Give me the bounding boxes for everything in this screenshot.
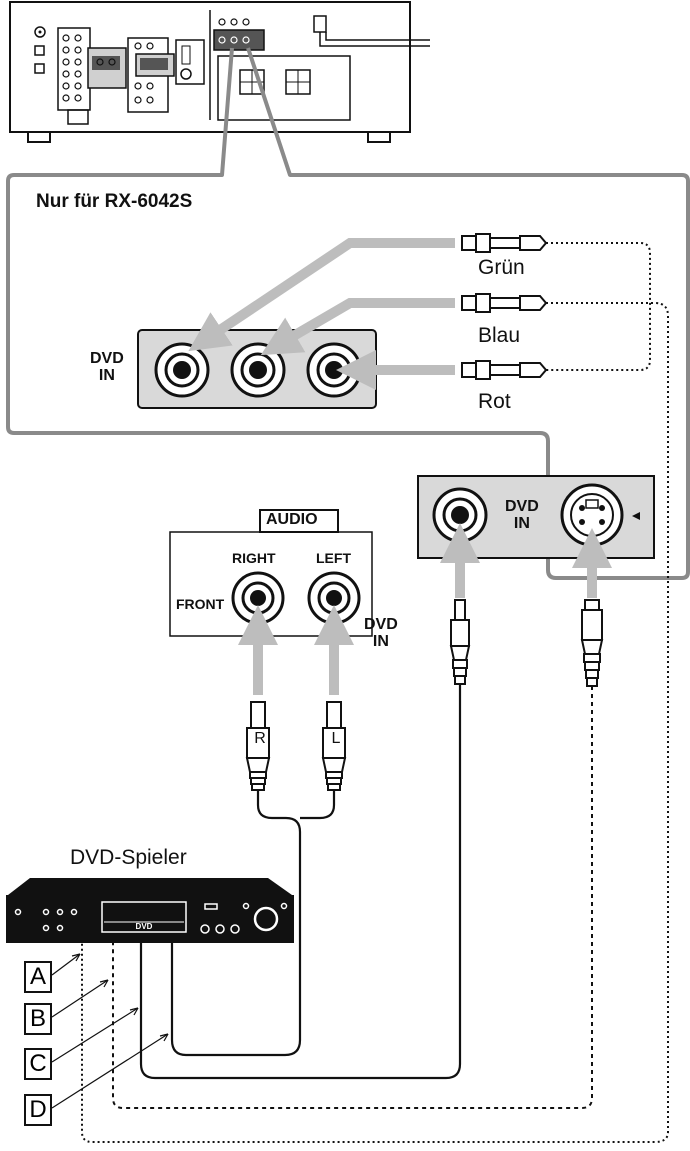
front-label: FRONT [176,596,225,612]
dvd-display-text: DVD [135,922,153,931]
in-word: IN [98,367,115,384]
cable-b-s-video [112,686,593,1109]
dvd-word: DVD [90,350,124,367]
plug-letter-r: R [254,730,266,747]
receiver-jack-grid [62,18,250,104]
audio-jack-left [307,571,361,625]
in-word: IN [372,633,389,650]
receiver-rear-panel [9,1,430,143]
dvd-word: DVD [364,616,398,633]
plug-red [461,360,548,380]
model-title: Nur für RX-6042S [36,191,193,212]
dvd-player [6,878,294,943]
marker-c: C [24,1048,52,1080]
in-word: IN [513,515,530,532]
marker-b: B [24,1003,52,1035]
component-jack-2 [230,342,286,398]
cable-c-video [139,684,462,1080]
component-jack-1 [154,342,210,398]
marker-d: D [24,1094,52,1126]
plug-letter-l: L [331,730,341,747]
audio-dvd-label: DVD IN [364,616,398,650]
component-jack-3 [306,342,362,398]
plug-green [461,233,548,253]
video-jack [432,487,488,543]
right-label: RIGHT [232,550,276,566]
cable-label-green: Grün [478,256,525,279]
dvd-word: DVD [505,498,539,515]
audio-plugs [245,701,347,791]
cable-label-red: Rot [478,390,511,413]
audio-jack-right [231,571,285,625]
s-video-jack [560,483,624,547]
component-dvd-label: DVD IN [90,350,124,384]
s-video-plug [580,599,604,687]
video-dvd-label: DVD IN [505,498,539,532]
marker-a: A [24,961,52,993]
audio-title: AUDIO [266,511,318,528]
audio-video-arrows [238,523,612,695]
component-plugs [461,233,548,380]
plug-blue [461,293,548,313]
cable-label-blue: Blau [478,324,521,347]
marker-leaders [51,953,169,1109]
video-plug [449,599,471,685]
dvd-player-label: DVD-Spieler [70,846,187,869]
cable-a-component [81,242,669,1143]
plug-l [321,701,347,791]
component-video-panel [137,329,377,409]
left-label: LEFT [316,550,351,566]
component-arrows [188,238,455,390]
plug-r [245,701,271,791]
cable-d-audio [170,790,336,1057]
